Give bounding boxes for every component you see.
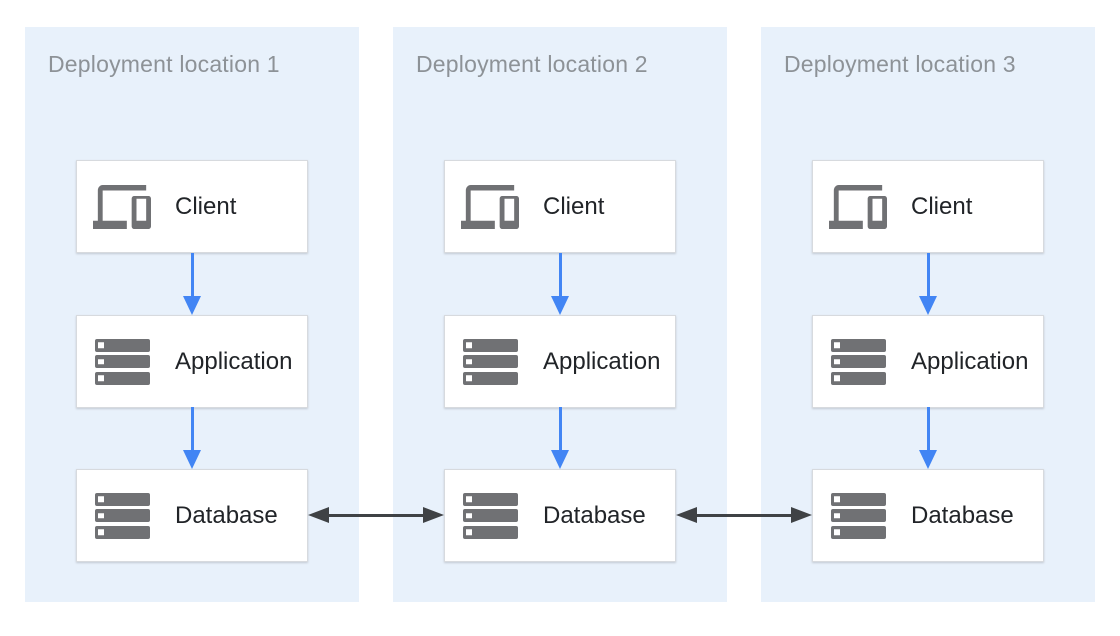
deployment-location-3-panel: Deployment location 3 Client Application… [761, 27, 1095, 602]
node-label: Database [911, 501, 1014, 529]
servers-icon [461, 333, 519, 391]
flow-arrow-client-to-application [183, 253, 201, 315]
database-node: Database [444, 469, 676, 562]
database-node: Database [812, 469, 1044, 562]
deployment-location-1-panel: Deployment location 1 Client Application… [25, 27, 359, 602]
node-label: Client [543, 192, 605, 220]
flow-arrow-client-to-application [919, 253, 937, 315]
devices-icon [829, 178, 887, 236]
panel-title: Deployment location 2 [416, 51, 648, 77]
panel-title: Deployment location 1 [48, 51, 280, 77]
sync-arrow-database-1-2 [308, 502, 444, 528]
node-label: Database [543, 501, 646, 529]
node-label: Database [175, 501, 278, 529]
node-label: Client [911, 192, 973, 220]
flow-arrow-application-to-database [919, 407, 937, 469]
servers-icon [461, 487, 519, 545]
database-node: Database [76, 469, 308, 562]
node-label: Client [175, 192, 237, 220]
client-node: Client [76, 160, 308, 253]
node-label: Application [175, 347, 293, 375]
node-label: Application [543, 347, 661, 375]
application-node: Application [76, 315, 308, 408]
servers-icon [93, 333, 151, 391]
client-node: Client [812, 160, 1044, 253]
application-node: Application [444, 315, 676, 408]
deployment-location-2-panel: Deployment location 2 Client Application… [393, 27, 727, 602]
panel-title: Deployment location 3 [784, 51, 1016, 77]
devices-icon [93, 178, 151, 236]
flow-arrow-client-to-application [551, 253, 569, 315]
client-node: Client [444, 160, 676, 253]
servers-icon [93, 487, 151, 545]
application-node: Application [812, 315, 1044, 408]
node-label: Application [911, 347, 1029, 375]
flow-arrow-application-to-database [183, 407, 201, 469]
flow-arrow-application-to-database [551, 407, 569, 469]
devices-icon [461, 178, 519, 236]
servers-icon [829, 333, 887, 391]
servers-icon [829, 487, 887, 545]
sync-arrow-database-2-3 [676, 502, 812, 528]
